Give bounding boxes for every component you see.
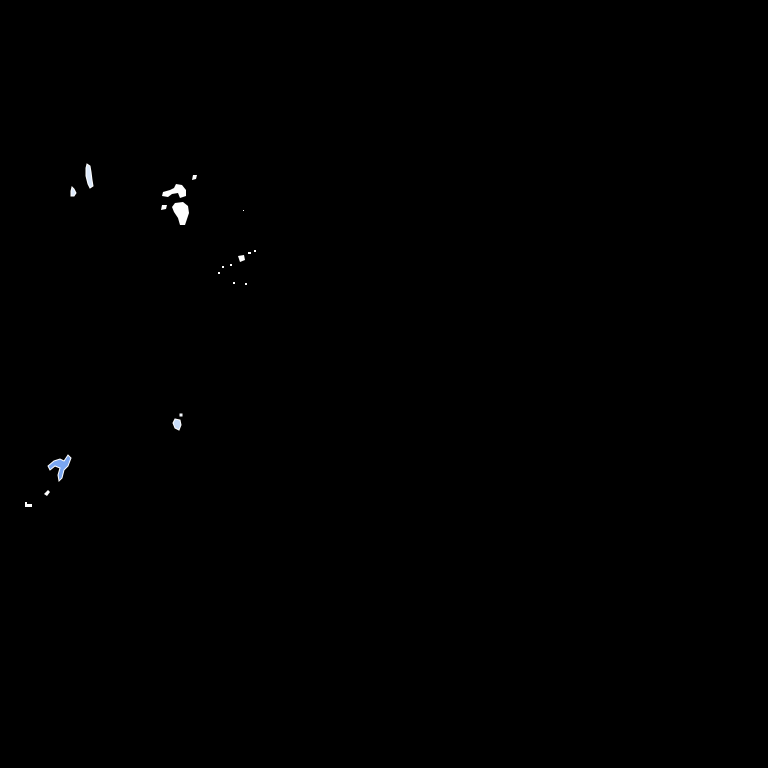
speckle-patch — [218, 210, 256, 285]
speckle-patch — [173, 414, 182, 430]
speckle-outline — [172, 413, 183, 431]
speckle-patch — [25, 502, 32, 507]
speckle-patch — [162, 184, 186, 198]
speckle-patch — [71, 187, 76, 196]
speckle-patch — [161, 205, 167, 210]
speckle-outline — [85, 163, 94, 189]
speckle-patch — [44, 490, 50, 496]
speckle-patch — [172, 202, 189, 225]
speckle-outline — [47, 454, 72, 483]
speckle-outline — [70, 186, 77, 197]
speckle-patch — [192, 175, 197, 180]
